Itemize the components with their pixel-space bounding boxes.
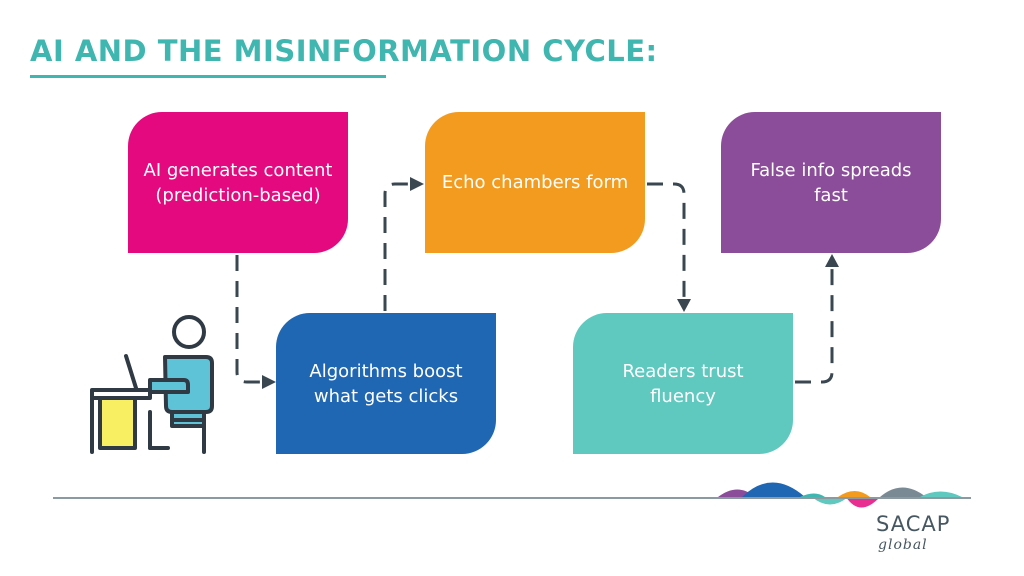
- arrow-icon: [262, 375, 276, 389]
- box-ai-line2: (prediction-based): [155, 185, 321, 206]
- connector-echo-to-readers: [647, 182, 686, 298]
- arrow-icon: [825, 254, 839, 267]
- box-ai-generates-content: AI generates content (prediction-based): [128, 112, 348, 253]
- connector-readers-to-false: [795, 268, 834, 384]
- connector-algorithms-to-echo: [383, 182, 410, 311]
- box-algo-line1: Algorithms boost: [309, 360, 463, 382]
- box-ai-line1: AI generates content: [143, 160, 333, 181]
- logo-name: SACAP: [876, 512, 951, 536]
- box-algo-line2: what gets clicks: [313, 385, 459, 407]
- connector-ai-to-algorithms: [235, 255, 262, 384]
- page-title: AI AND THE MISINFORMATION CYCLE:: [30, 34, 658, 68]
- box-false-line1: False info spreads: [750, 160, 912, 181]
- logo-wave-icon: [718, 482, 962, 508]
- arrow-icon: [677, 299, 691, 312]
- box-false-line2: fast: [814, 185, 848, 206]
- box-readers-trust: Readers trust fluency: [573, 313, 793, 454]
- box-readers-line2: fluency: [650, 385, 716, 407]
- arrow-icon: [410, 177, 424, 191]
- box-readers-line1: Readers trust: [622, 360, 744, 382]
- box-false-info: False info spreads fast: [721, 112, 941, 253]
- box-echo-chambers: Echo chambers form: [425, 112, 645, 253]
- box-echo-line1: Echo chambers form: [441, 172, 629, 193]
- person-at-desk-icon: [90, 315, 214, 454]
- footer-divider: [53, 497, 971, 499]
- title-underline: [30, 75, 386, 78]
- box-algorithms: Algorithms boost what gets clicks: [276, 313, 496, 454]
- logo-tagline: global: [878, 537, 928, 553]
